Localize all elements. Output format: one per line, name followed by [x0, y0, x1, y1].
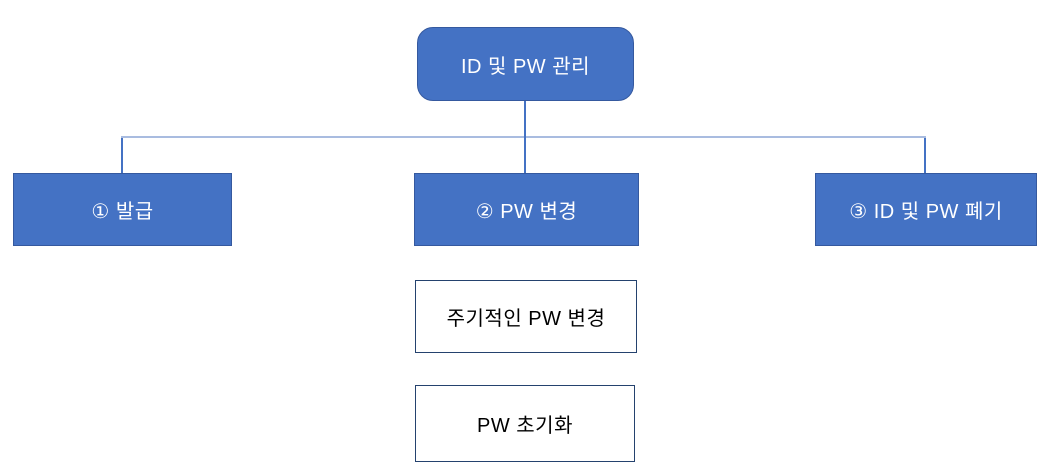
node-issuance: ① 발급: [13, 173, 232, 246]
node-label: 주기적인 PW 변경: [446, 308, 606, 330]
node-label: ① 발급: [91, 201, 154, 223]
connector-drop-to-child3: [924, 138, 926, 173]
node-label: PW 초기화: [477, 415, 573, 437]
node-label: ② PW 변경: [475, 201, 578, 223]
connector-drop-to-child1: [121, 138, 123, 173]
node-label: ID 및 PW 관리: [460, 55, 591, 78]
node-label: ③ ID 및 PW 폐기: [849, 201, 1003, 223]
node-id-pw-disposal: ③ ID 및 PW 폐기: [815, 173, 1037, 246]
node-pw-reset: PW 초기화: [415, 385, 635, 462]
node-periodic-pw-change: 주기적인 PW 변경: [415, 280, 637, 353]
connector-root-to-child2: [524, 101, 526, 173]
node-id-pw-management: ID 및 PW 관리: [417, 27, 634, 101]
node-pw-change: ② PW 변경: [414, 173, 639, 246]
connector-horizontal-rail: [121, 136, 926, 138]
